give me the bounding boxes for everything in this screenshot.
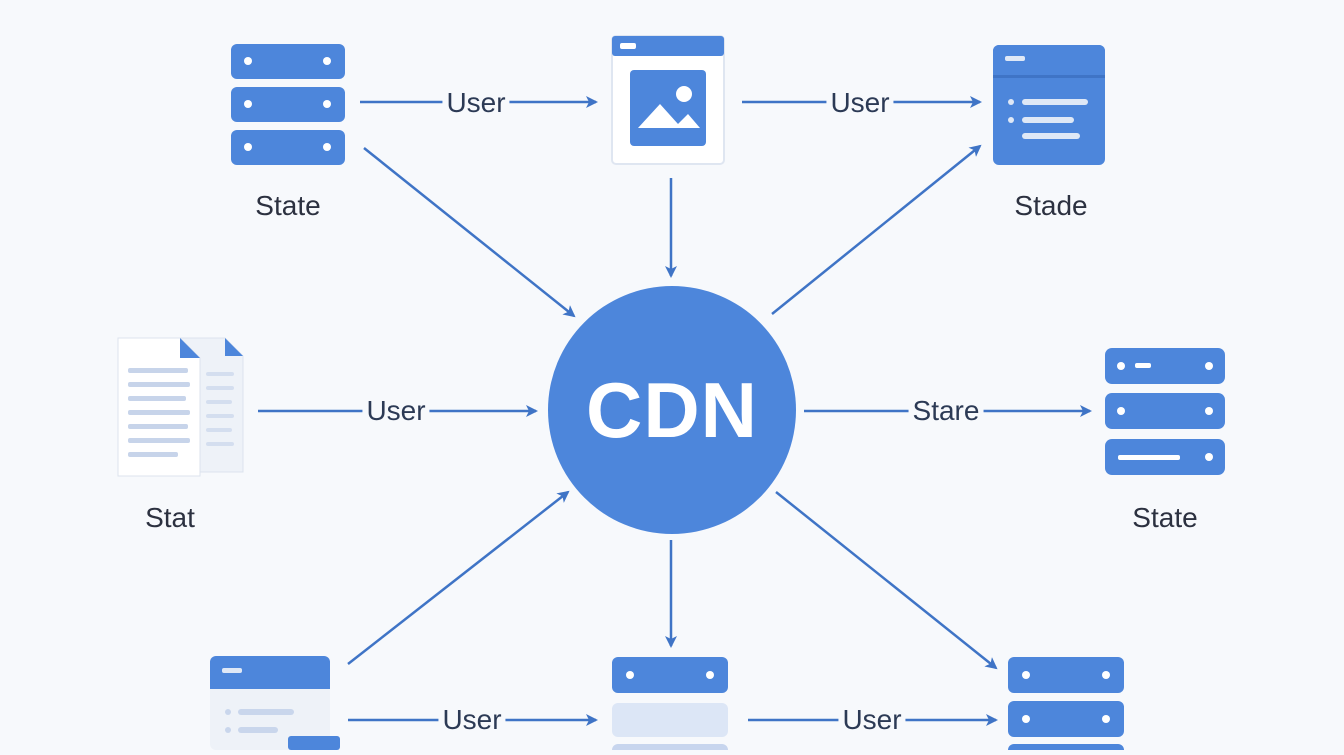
node-label-middle-left: Stat: [145, 502, 195, 533]
arrow-hub-to-top-right: [771, 144, 982, 315]
documents-icon: [117, 337, 244, 477]
cdn-hub-circle: [548, 286, 796, 534]
edge-label-top-center-to-top-right: User: [826, 89, 894, 117]
edge-label-top-left-to-top-center: User: [442, 89, 510, 117]
edge-label-bottom-left-to-bottom-center: User: [438, 706, 506, 734]
edge-label-middle-left-to-hub: User: [362, 397, 430, 425]
edge-label-bottom-center-to-bottom-right: User: [838, 706, 906, 734]
app-window-icon: [993, 45, 1105, 165]
server-stack-icon: [1008, 657, 1124, 755]
browser-image-icon: [611, 35, 725, 165]
arrow-top-left-to-hub: [363, 147, 576, 318]
arrow-hub-to-bottom-right: [775, 491, 998, 670]
node-label-middle-right: State: [1132, 502, 1198, 533]
server-stack-icon: [612, 657, 728, 755]
app-window-icon: [210, 656, 340, 750]
edge-label-hub-to-middle-right: Stare: [908, 397, 984, 425]
hub-label: CDN: [586, 366, 758, 454]
server-stack-icon: [231, 44, 345, 165]
node-label-top-right: Stade: [1014, 190, 1088, 221]
node-label-top-left: State: [255, 190, 321, 221]
arrow-bottom-left-to-hub: [347, 490, 570, 665]
server-stack-icon: [1105, 348, 1225, 475]
